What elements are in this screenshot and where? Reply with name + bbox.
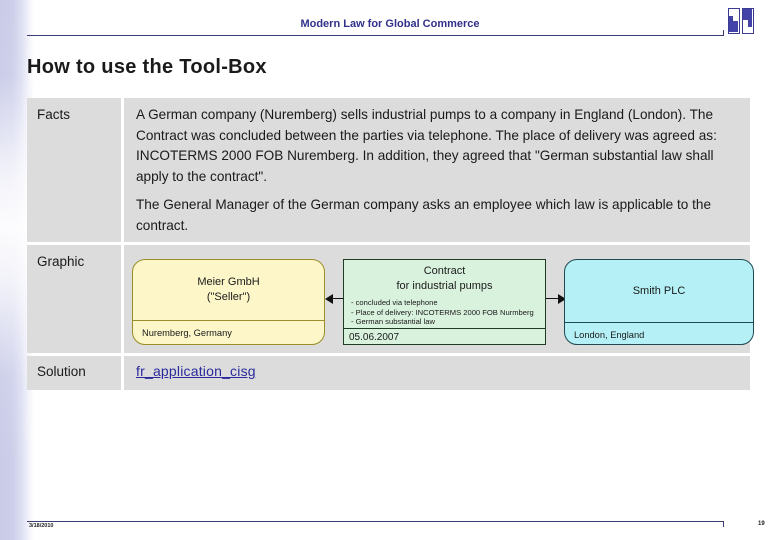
footer-date: 3/18/2010 <box>29 523 54 529</box>
uncitral-logo-icon <box>728 8 756 34</box>
contract-bullet-3: - German substantial law <box>351 317 435 327</box>
contract-bullet-list: - concluded via telephone - Place of del… <box>351 298 541 327</box>
contract-box-divider <box>344 328 545 329</box>
seller-box-body: Meier GmbH ("Seller") <box>133 260 324 320</box>
buyer-location: London, England <box>574 329 645 340</box>
contract-bullet-2: - Place of delivery: INCOTERMS 2000 FOB … <box>351 307 534 317</box>
buyer-box-divider <box>565 322 753 323</box>
column-gap <box>121 98 124 242</box>
seller-role: ("Seller") <box>206 291 251 303</box>
tool-box-table: Facts A German company (Nuremberg) sells… <box>27 98 754 393</box>
buyer-name: Smith PLC <box>632 284 686 297</box>
footer-page-number: 19 <box>758 521 765 527</box>
column-gap <box>121 245 124 353</box>
row-label-solution: Solution <box>27 356 121 390</box>
contract-diagram: Meier GmbH ("Seller") Nuremberg, Germany… <box>130 251 754 351</box>
facts-paragraph-2: The General Manager of the German compan… <box>136 197 712 233</box>
diagram-box-buyer: Smith PLC London, England <box>564 259 754 345</box>
header-rule-end-tick <box>723 30 724 36</box>
diagram-box-contract: Contract for industrial pumps - conclude… <box>343 259 546 345</box>
seller-location: Nuremberg, Germany <box>142 328 232 338</box>
seller-box-footer: Nuremberg, Germany <box>133 322 324 344</box>
contract-bullet-1: - concluded via telephone <box>351 298 438 307</box>
column-gap <box>121 356 124 390</box>
arrow-to-seller-icon <box>325 294 345 304</box>
row-label-facts: Facts <box>27 98 121 242</box>
facts-paragraph-1: A German company (Nuremberg) sells indus… <box>136 107 717 184</box>
contract-title-line-1: Contract <box>423 265 466 277</box>
table-row-solution: Solution fr_application_cisg <box>27 356 750 390</box>
seller-name: Meier GmbH <box>197 276 260 288</box>
diagram-box-seller: Meier GmbH ("Seller") Nuremberg, Germany <box>132 259 325 345</box>
row-content-solution: fr_application_cisg <box>124 356 750 390</box>
contract-heading: Contract for industrial pumps <box>344 264 545 293</box>
row-label-graphic: Graphic <box>27 245 121 353</box>
header-title: Modern Law for Global Commerce <box>300 18 480 30</box>
table-row-graphic: Graphic Meier GmbH ("Seller") Nuremberg,… <box>27 245 754 353</box>
slide-header: Modern Law for Global Commerce <box>0 0 780 40</box>
footer-rule-end-tick <box>723 521 724 527</box>
page-title: How to use the Tool-Box <box>27 56 267 78</box>
contract-title-line-2: for industrial pumps <box>396 279 493 292</box>
footer-divider-rule <box>27 521 724 522</box>
header-divider-rule <box>27 35 724 36</box>
seller-box-divider <box>133 320 324 321</box>
arrow-to-buyer-icon <box>546 294 566 304</box>
contract-date: 05.06.2007 <box>349 332 400 343</box>
buyer-box-footer: London, England <box>565 324 753 345</box>
solution-hyperlink[interactable]: fr_application_cisg <box>136 363 256 379</box>
table-row-facts: Facts A German company (Nuremberg) sells… <box>27 98 750 242</box>
row-content-graphic: Meier GmbH ("Seller") Nuremberg, Germany… <box>124 245 754 353</box>
row-content-facts: A German company (Nuremberg) sells indus… <box>124 98 750 242</box>
buyer-box-body: Smith PLC <box>565 260 753 322</box>
